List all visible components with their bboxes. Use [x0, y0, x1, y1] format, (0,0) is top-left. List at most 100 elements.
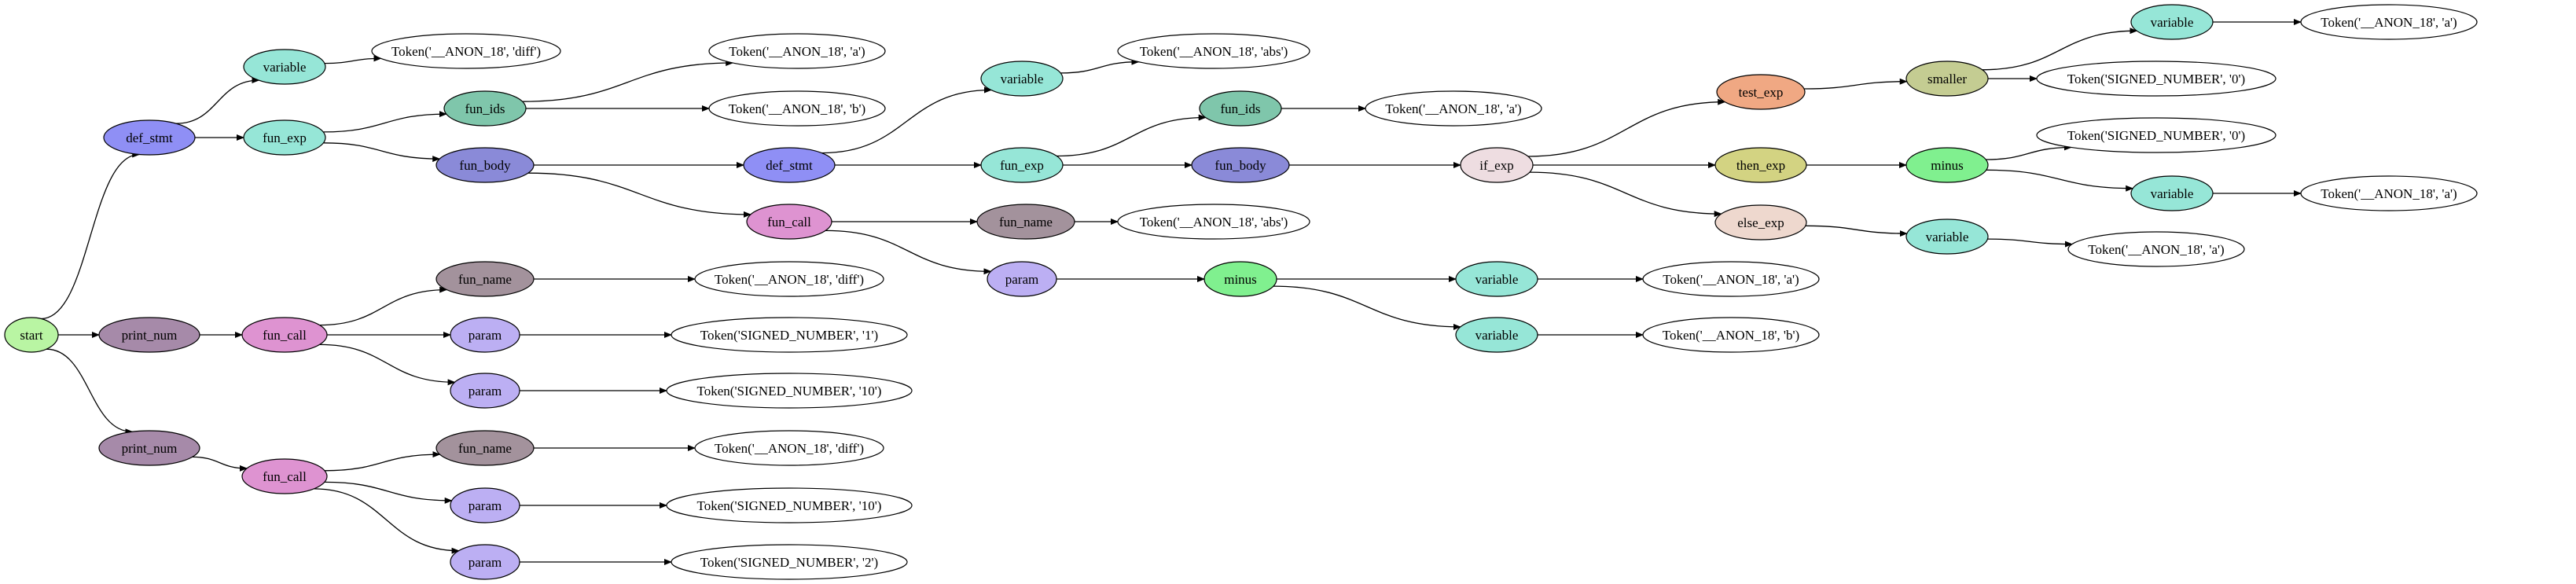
node-ellipse — [2036, 117, 2277, 153]
node-ellipse — [1642, 261, 1820, 297]
node-fun-ids: fun_ids — [443, 90, 527, 127]
node-label: def_stmt — [766, 158, 813, 173]
node-ellipse — [1191, 147, 1290, 183]
node-label: variable — [1475, 328, 1519, 343]
node-ellipse — [708, 33, 886, 69]
node-if-exp: if_exp — [1460, 147, 1534, 183]
node-ellipse — [746, 204, 832, 240]
node-label: fun_name — [999, 215, 1053, 230]
node-ellipse — [98, 430, 200, 466]
node-label: fun_exp — [1000, 158, 1044, 173]
node-token: Token('__ANON_18', 'a') — [708, 33, 886, 69]
node-fun-name: fun_name — [976, 204, 1075, 240]
node-fun-body: fun_body — [435, 147, 535, 183]
node-label: fun_call — [263, 469, 307, 484]
node-label: Token('SIGNED_NUMBER', '0') — [2067, 128, 2245, 143]
node-ellipse — [743, 147, 836, 183]
node-token: Token('__ANON_18', 'diff') — [371, 33, 561, 69]
node-ellipse — [987, 261, 1057, 297]
node-ellipse — [241, 317, 328, 353]
node-label: variable — [2151, 15, 2194, 30]
edges-layer — [41, 19, 2302, 565]
node-fun-body: fun_body — [1191, 147, 1290, 183]
node-token: Token('__ANON_18', 'a') — [2067, 231, 2245, 267]
node-label: Token('SIGNED_NUMBER', '1') — [700, 328, 878, 343]
node-label: fun_body — [459, 158, 511, 173]
node-token: Token('__ANON_18', 'abs') — [1117, 204, 1310, 240]
node-variable: variable — [1455, 261, 1538, 297]
node-variable: variable — [1905, 219, 1989, 255]
node-token: Token('__ANON_18', 'a') — [2300, 4, 2478, 40]
node-ellipse — [1714, 204, 1807, 241]
edge-n_var_abs-to-n_tok_abs1 — [1060, 58, 1140, 74]
edge-n_def2-to-n_var_abs — [821, 86, 992, 154]
node-label: fun_ids — [1221, 101, 1261, 116]
node-param: param — [450, 487, 520, 523]
nodes-layer: startdef_stmtvariableToken('__ANON_18', … — [4, 4, 2478, 580]
node-ellipse — [435, 261, 535, 297]
node-label: smaller — [1927, 72, 1967, 86]
node-ellipse — [976, 204, 1075, 240]
node-start: start — [4, 317, 59, 353]
node-label: minus — [1224, 272, 1257, 287]
edge-n_funcall3-to-n_param4 — [324, 481, 453, 504]
node-minus: minus — [1203, 261, 1277, 297]
node-ellipse — [450, 544, 520, 580]
edge-n_smaller-to-n_var_a3 — [1982, 28, 2138, 71]
node-ellipse — [1460, 147, 1534, 183]
edge-n_ifexp-to-n_testexp — [1527, 98, 1726, 157]
node-ellipse — [1905, 147, 1989, 183]
node-fun-exp: fun_exp — [980, 147, 1064, 183]
node-ellipse — [243, 119, 326, 156]
node-token: Token('__ANON_18', 'diff') — [694, 261, 884, 297]
node-ellipse — [1714, 147, 1807, 183]
node-label: param — [469, 328, 502, 343]
node-def-stmt: def_stmt — [743, 147, 836, 183]
node-ellipse — [450, 317, 520, 353]
node-ellipse — [671, 544, 908, 580]
node-ellipse — [243, 49, 326, 85]
node-label: if_exp — [1479, 158, 1513, 173]
node-ellipse — [1905, 61, 1989, 97]
node-label: minus — [1931, 158, 1964, 173]
node-label: Token('SIGNED_NUMBER', '10') — [697, 498, 882, 513]
node-ellipse — [241, 458, 328, 494]
node-ellipse — [2300, 4, 2478, 40]
node-token: Token('SIGNED_NUMBER', '0') — [2036, 61, 2277, 97]
edge-n_funcall3-to-n_param5 — [314, 488, 460, 554]
node-else-exp: else_exp — [1714, 204, 1807, 241]
node-label: Token('SIGNED_NUMBER', '0') — [2067, 72, 2245, 86]
node-token: Token('__ANON_18', 'abs') — [1117, 33, 1310, 69]
edge-n_print2-to-n_funcall3 — [192, 456, 248, 472]
edge-n_funexp1-to-n_funids1 — [323, 111, 447, 133]
node-token: Token('SIGNED_NUMBER', '10') — [666, 373, 913, 409]
node-ellipse — [2036, 61, 2277, 97]
node-fun-call: fun_call — [746, 204, 832, 240]
node-ellipse — [2130, 175, 2214, 211]
node-ellipse — [2130, 4, 2214, 40]
node-fun-call: fun_call — [241, 458, 328, 494]
node-label: param — [469, 384, 502, 399]
node-ellipse — [666, 373, 913, 409]
node-label: test_exp — [1739, 85, 1784, 100]
node-param: param — [987, 261, 1057, 297]
node-variable: variable — [2130, 4, 2214, 40]
node-ellipse — [98, 317, 200, 353]
node-fun-exp: fun_exp — [243, 119, 326, 156]
node-token: Token('__ANON_18', 'a') — [1642, 261, 1820, 297]
node-label: fun_name — [458, 441, 512, 456]
node-label: variable — [2151, 186, 2194, 201]
node-label: Token('__ANON_18', 'abs') — [1140, 215, 1288, 230]
node-label: Token('__ANON_18', 'a') — [2321, 186, 2457, 201]
node-label: variable — [1001, 72, 1044, 86]
node-token: Token('SIGNED_NUMBER', '1') — [671, 317, 908, 353]
node-ellipse — [1199, 90, 1282, 127]
node-label: print_num — [122, 328, 178, 343]
node-label: fun_body — [1215, 158, 1266, 173]
edge-n_funexp2-to-n_funids2 — [1056, 114, 1207, 157]
node-ellipse — [1365, 90, 1542, 127]
node-label: fun_call — [263, 328, 307, 343]
edge-n_minus2-to-n_var_b2 — [1273, 285, 1461, 330]
node-label: Token('__ANON_18', 'a') — [2321, 15, 2457, 30]
